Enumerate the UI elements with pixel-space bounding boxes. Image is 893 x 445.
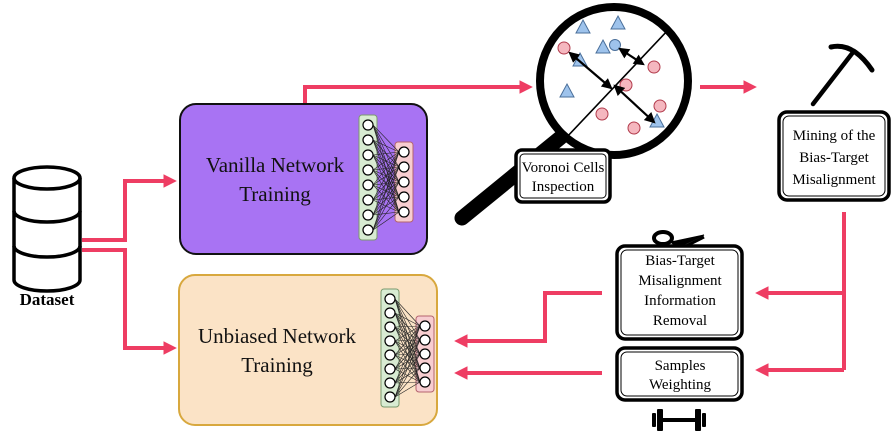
voronoi-cells xyxy=(546,9,688,155)
neuron xyxy=(398,191,410,203)
arrow-removal-to-unbiased xyxy=(454,291,602,348)
removal-label-line2: Misalignment xyxy=(638,273,722,289)
voronoi-inspection-label: Voronoi Cells Inspection xyxy=(514,148,612,204)
class-b-circles xyxy=(557,41,667,135)
neuron xyxy=(384,349,396,361)
vanilla-training-box: Vanilla Network Training xyxy=(179,103,428,255)
class-a-circle xyxy=(609,39,621,51)
arrow-dataset-to-unbiased xyxy=(82,248,177,355)
neuron xyxy=(384,293,396,305)
weighting-label-line1: Samples xyxy=(655,358,706,374)
neuron xyxy=(384,307,396,319)
neuron xyxy=(398,206,410,218)
unbiased-title-line2: Training xyxy=(241,353,313,377)
neuron xyxy=(419,320,431,332)
neuron xyxy=(384,321,396,333)
neuron xyxy=(362,209,374,221)
dataset-node: Dataset xyxy=(12,165,82,309)
neuron xyxy=(419,334,431,346)
network-edges xyxy=(372,124,400,231)
input-layer xyxy=(358,114,378,241)
removal-box: Bias-Target Misalignment Information Rem… xyxy=(615,244,744,341)
unbiased-network-icon xyxy=(380,288,435,408)
network-edges xyxy=(394,298,421,398)
neuron xyxy=(362,119,374,131)
removal-label-line4: Removal xyxy=(653,313,707,329)
weighting-box: Samples Weighting xyxy=(615,346,744,402)
neuron xyxy=(362,149,374,161)
vanilla-title-line1: Vanilla Network xyxy=(206,153,345,177)
mining-label-line2: Bias-Target xyxy=(799,150,869,166)
dumbbell-icon xyxy=(652,409,706,431)
neuron xyxy=(398,146,410,158)
neuron xyxy=(362,224,374,236)
neuron xyxy=(419,348,431,360)
vanilla-title-line2: Training xyxy=(239,182,311,206)
unbiased-title-line1: Unbiased Network xyxy=(198,324,357,348)
neuron xyxy=(398,161,410,173)
neuron xyxy=(362,179,374,191)
neuron xyxy=(384,335,396,347)
weighting-label-line2: Weighting xyxy=(649,377,712,393)
dataset-label: Dataset xyxy=(20,290,75,309)
input-layer xyxy=(380,288,400,408)
removal-label-line1: Bias-Target xyxy=(645,253,715,269)
removal-label-line3: Information xyxy=(644,293,716,309)
neuron xyxy=(384,391,396,403)
neuron xyxy=(398,176,410,188)
voronoi-label-line2: Inspection xyxy=(532,179,595,195)
neuron xyxy=(384,377,396,389)
magnifier-icon xyxy=(454,3,692,226)
arrow-dataset-to-vanilla xyxy=(82,174,177,242)
mining-box: Mining of the Bias-Target Misalignment xyxy=(777,110,891,202)
flow-arrows xyxy=(82,80,846,380)
database-icon xyxy=(12,165,82,293)
vanilla-network-icon xyxy=(358,114,414,241)
mining-label-line1: Mining of the xyxy=(793,128,876,144)
voronoi-label-line1: Voronoi Cells xyxy=(522,160,605,176)
unbiased-training-box: Unbiased Network Training xyxy=(178,274,438,426)
distance-arrows xyxy=(568,47,656,124)
pickaxe-icon xyxy=(810,43,875,107)
neuron xyxy=(419,376,431,388)
neuron xyxy=(384,363,396,375)
arrow-vanilla-to-inspection xyxy=(303,80,533,104)
neuron xyxy=(362,134,374,146)
neuron xyxy=(362,164,374,176)
neuron xyxy=(419,362,431,374)
mining-label-line3: Misalignment xyxy=(792,172,876,188)
neuron xyxy=(362,194,374,206)
